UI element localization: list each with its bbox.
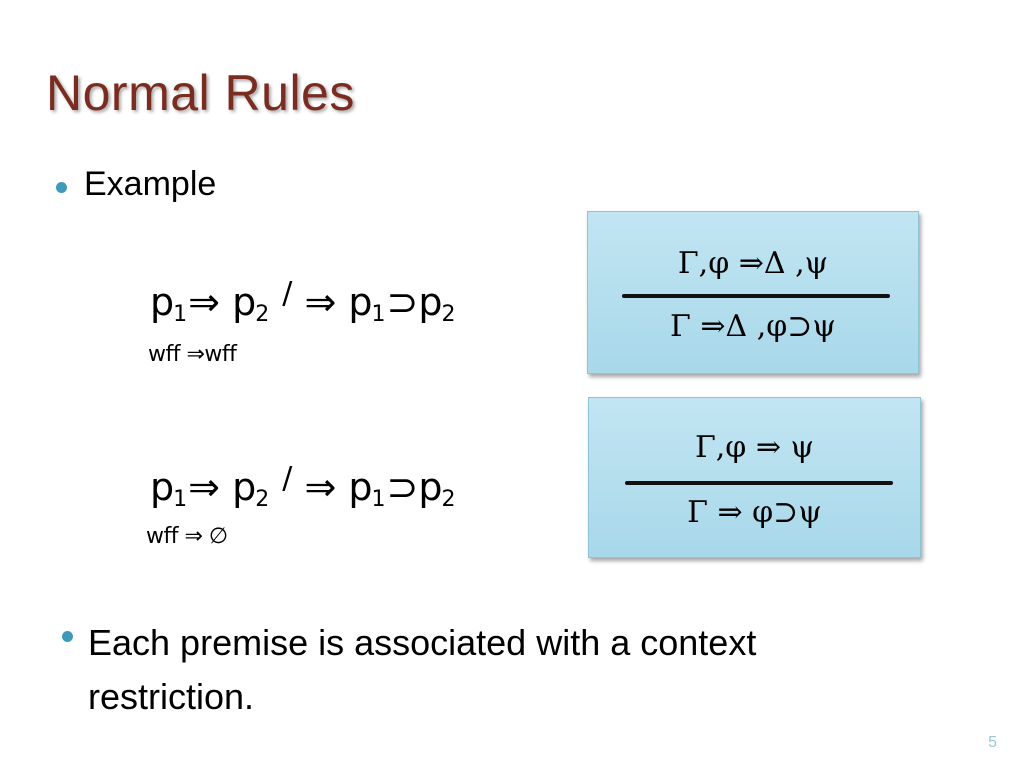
rule-conclusion: Γ ⇒ φ⊃ψ [687, 495, 822, 530]
rule-box-1: Γ,φ ⇒Δ ,ψ Γ ⇒Δ ,φ⊃ψ [587, 211, 919, 374]
sequent-subscript: 1 [173, 487, 188, 512]
bullet-dot [62, 631, 73, 642]
sequent-arrow: ⇒ [304, 465, 337, 509]
sequent-implies: ⊃ [386, 465, 419, 509]
sequent-subscript: 2 [255, 487, 270, 512]
sequent-var: p [232, 280, 257, 324]
sequent-arrow: ⇒ [188, 280, 220, 324]
sequent-subscript: 1 [371, 487, 386, 512]
context-restriction-1: wff ⇒wff [148, 342, 237, 367]
slide-title: Normal Rules [46, 65, 355, 121]
sequent-slash: / [282, 461, 293, 496]
context-restriction-2: wff ⇒ ∅ [146, 524, 228, 549]
inference-line [622, 294, 890, 298]
sequent-var: p [150, 465, 175, 509]
rule-premise: Γ,φ ⇒ ψ [694, 430, 815, 465]
sequent-slash: / [282, 276, 293, 311]
sequent-subscript: 1 [173, 302, 188, 327]
sequent-subscript: 2 [441, 487, 456, 512]
inference-line [625, 481, 893, 485]
sequent-var: p [348, 465, 373, 509]
rule-conclusion: Γ ⇒Δ ,φ⊃ψ [670, 309, 836, 344]
page-number: 5 [988, 734, 997, 751]
sequent-arrow: ⇒ [304, 280, 337, 324]
sequent-implies: ⊃ [386, 280, 419, 324]
bullet-context-restriction: Each premise is associated with a contex… [88, 622, 757, 717]
sequent-subscript: 1 [371, 302, 386, 327]
sequent-var: p [348, 280, 373, 324]
rule-premise: Γ,φ ⇒Δ ,ψ [677, 246, 829, 281]
example-sequent-2: p1⇒ p2 / ⇒ p1⊃p2 [150, 461, 457, 512]
bullet-example: Example [84, 165, 217, 203]
sequent-var: p [150, 280, 175, 324]
sequent-var: p [232, 465, 257, 509]
bullet-dot [56, 182, 67, 193]
example-sequent-1: p1⇒ p2 / ⇒ p1⊃p2 [150, 276, 457, 327]
sequent-subscript: 2 [441, 302, 456, 327]
sequent-subscript: 2 [255, 302, 270, 327]
rule-box-2: Γ,φ ⇒ ψ Γ ⇒ φ⊃ψ [588, 397, 921, 558]
sequent-arrow: ⇒ [188, 465, 220, 509]
sequent-var: p [418, 280, 443, 324]
sequent-var: p [418, 465, 443, 509]
